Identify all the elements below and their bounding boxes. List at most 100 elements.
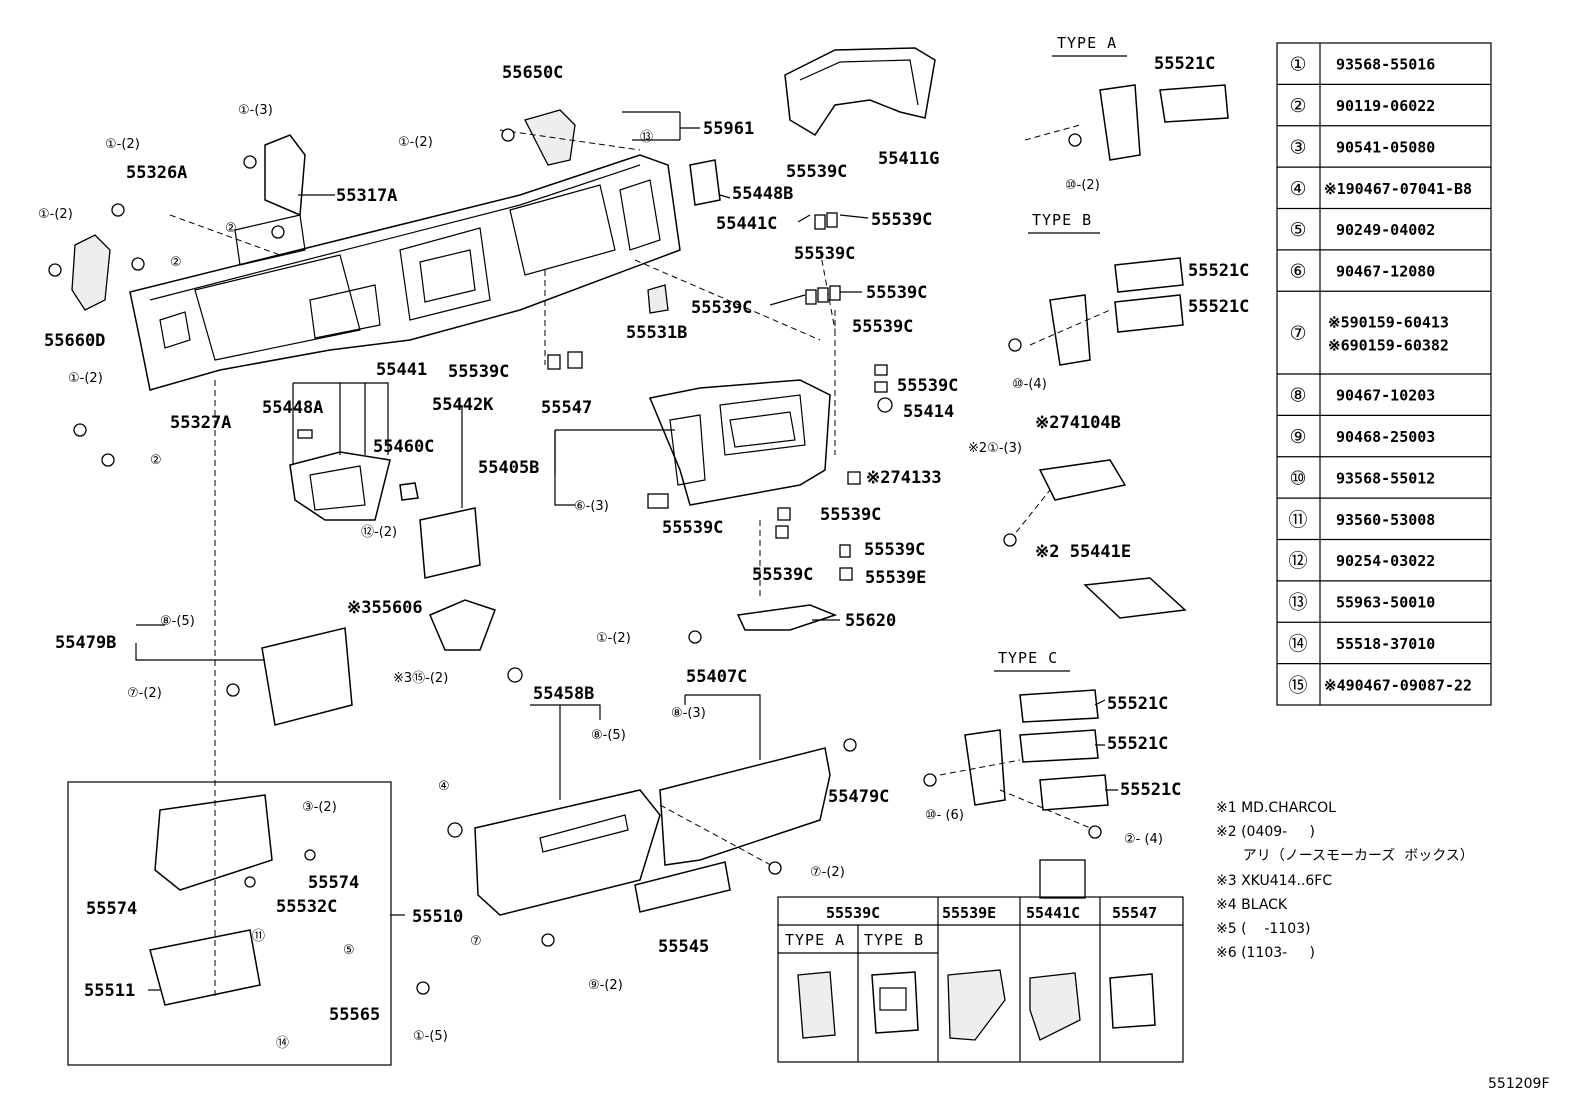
callout-21: ⑨-(2) <box>588 978 623 993</box>
label-55510: 55510 <box>412 907 463 927</box>
label-55539c-10: 55539C <box>662 518 723 538</box>
door-55511-drawing <box>149 929 261 1006</box>
label-55414: 55414 <box>903 402 954 422</box>
ref-table-part: ※190467-07041-B8 <box>1324 180 1472 198</box>
ref-table-part: ※690159-60382 <box>1328 337 1449 355</box>
ref-table-index: ⑧ <box>1289 385 1306 407</box>
label-55961: 55961 <box>703 119 754 139</box>
ref-table-part: 90254-03022 <box>1336 552 1435 570</box>
callout-15: ①-(2) <box>596 631 631 646</box>
callout-14: ※3⑮-(2) <box>393 671 448 686</box>
notes-block: ※1 MD.CHARCOL ※2 (0409- ) アリ（ノースモーカーズ ボッ… <box>1216 800 1474 961</box>
ref-table-part: 93560-53008 <box>1336 511 1435 529</box>
center-cluster-55405b-drawing <box>648 379 831 506</box>
label-55539c-5: 55539C <box>866 283 927 303</box>
label-55539c-11: 55539C <box>864 540 925 560</box>
instrument-panel-drawing <box>129 154 681 391</box>
ref-table-index: ④ <box>1289 178 1306 200</box>
ref-table-part: 93568-55012 <box>1336 469 1435 487</box>
label-55539c-1: 55539C <box>786 162 847 182</box>
variant-drawing-1 <box>797 971 836 1039</box>
ref-table-part: ※590159-60413 <box>1328 314 1449 332</box>
label-55479b: 55479B <box>55 633 116 653</box>
label-55411g: 55411G <box>878 149 939 169</box>
lower-panel-55407c-drawing <box>659 747 831 866</box>
label-55441e: ※2 55441E <box>1035 542 1131 562</box>
ref-table-part: ※490467-09087-22 <box>1324 676 1472 694</box>
ref-table-part: 55518-37010 <box>1336 635 1435 653</box>
variant-drawing-4 <box>1029 972 1081 1041</box>
label-55521c-a: 55521C <box>1154 54 1215 74</box>
callout-20: ⑦ <box>470 934 482 949</box>
callout-13: ⑦-(2) <box>127 686 162 701</box>
label-55606: ※355606 <box>347 598 423 618</box>
ref-table-index: ② <box>1289 95 1306 117</box>
callout-18: ④ <box>438 779 450 794</box>
label-55441: 55441 <box>376 360 427 380</box>
label-55441c: 55441C <box>716 214 777 234</box>
label-55326a: 55326A <box>126 163 187 183</box>
variant-header-55441c: 55441C <box>1026 904 1080 922</box>
callout-29: ※2①-(3) <box>968 441 1022 456</box>
ref-table-part: 55963-50010 <box>1336 594 1435 612</box>
ref-table-index: ⑪ <box>1288 509 1307 531</box>
ref-table-index: ① <box>1289 54 1306 76</box>
callout-8: ② <box>150 453 162 468</box>
lower-panel-55458b-drawing <box>474 789 661 916</box>
callout-27: ⑩-(2) <box>1065 178 1100 193</box>
label-55539c-7: 55539C <box>852 317 913 337</box>
callout-1: ①-(2) <box>398 135 433 150</box>
callout-31: ②- (4) <box>1124 832 1163 847</box>
variant-header-55539e: 55539E <box>942 904 996 922</box>
label-55539e: 55539E <box>865 568 926 588</box>
callout-16: ⑧-(3) <box>671 706 706 721</box>
callout-25: ⑭ <box>276 1036 289 1051</box>
note-5: ※4 BLACK <box>1216 897 1288 913</box>
callout-23: ⑪ <box>252 929 265 944</box>
label-55458b: 55458B <box>533 684 594 704</box>
ref-table-part: 90541-05080 <box>1336 138 1435 156</box>
note-2: ※2 (0409- ) <box>1216 824 1315 840</box>
panel-55442k-drawing <box>419 507 481 579</box>
variant-header-55539c: 55539C <box>826 904 880 922</box>
label-55521c-c3: 55521C <box>1120 780 1181 800</box>
variant-drawing-5 <box>1109 973 1156 1029</box>
callout-24: ⑤ <box>343 943 355 958</box>
ref-table-part: 90467-10203 <box>1336 387 1435 405</box>
label-55539c-6: 55539C <box>448 362 509 382</box>
label-55531b: 55531B <box>626 323 687 343</box>
label-55539c-2: 55539C <box>871 210 932 230</box>
label-55532c: 55532C <box>276 897 337 917</box>
label-55539c-4: 55539C <box>691 298 752 318</box>
bracket-55317a-drawing <box>264 134 306 217</box>
ref-table-index: ⑬ <box>1288 592 1307 614</box>
ref-table-part: 93568-55016 <box>1336 56 1435 74</box>
variant-drawing-2 <box>871 971 919 1034</box>
callout-9: ⑬ <box>640 130 653 145</box>
callout-28: ⑩-(4) <box>1012 377 1047 392</box>
label-55521c-c1: 55521C <box>1107 694 1168 714</box>
note-3: アリ（ノースモーカーズ ボックス） <box>1216 848 1474 864</box>
ref-table-index: ⑮ <box>1288 674 1307 696</box>
ref-table-part: 90467-12080 <box>1336 263 1435 281</box>
console-box-55441-drawing <box>289 451 391 521</box>
label-74104b: ※274104B <box>1035 413 1121 433</box>
ref-table-index: ⑥ <box>1289 261 1306 283</box>
note-1: ※1 MD.CHARCOL <box>1216 800 1336 816</box>
label-55521c-c2: 55521C <box>1107 734 1168 754</box>
label-55547: 55547 <box>541 398 592 418</box>
ashtray-type-c-drawing <box>964 689 1109 811</box>
fasteners <box>48 128 1102 995</box>
variant-drawing-3 <box>947 969 1006 1041</box>
glove-door-55479b-drawing <box>261 627 353 726</box>
box-55441e-drawing <box>1083 577 1187 619</box>
callout-3: ①-(2) <box>105 137 140 152</box>
label-55521c-b1: 55521C <box>1188 261 1249 281</box>
label-55405b: 55405B <box>478 458 539 478</box>
bracket-55620-drawing <box>736 604 838 631</box>
callout-6: ② <box>170 255 182 270</box>
ref-table-index: ③ <box>1289 136 1306 158</box>
box-74104b-drawing <box>1038 459 1127 501</box>
part-55460c-drawing <box>399 482 419 501</box>
